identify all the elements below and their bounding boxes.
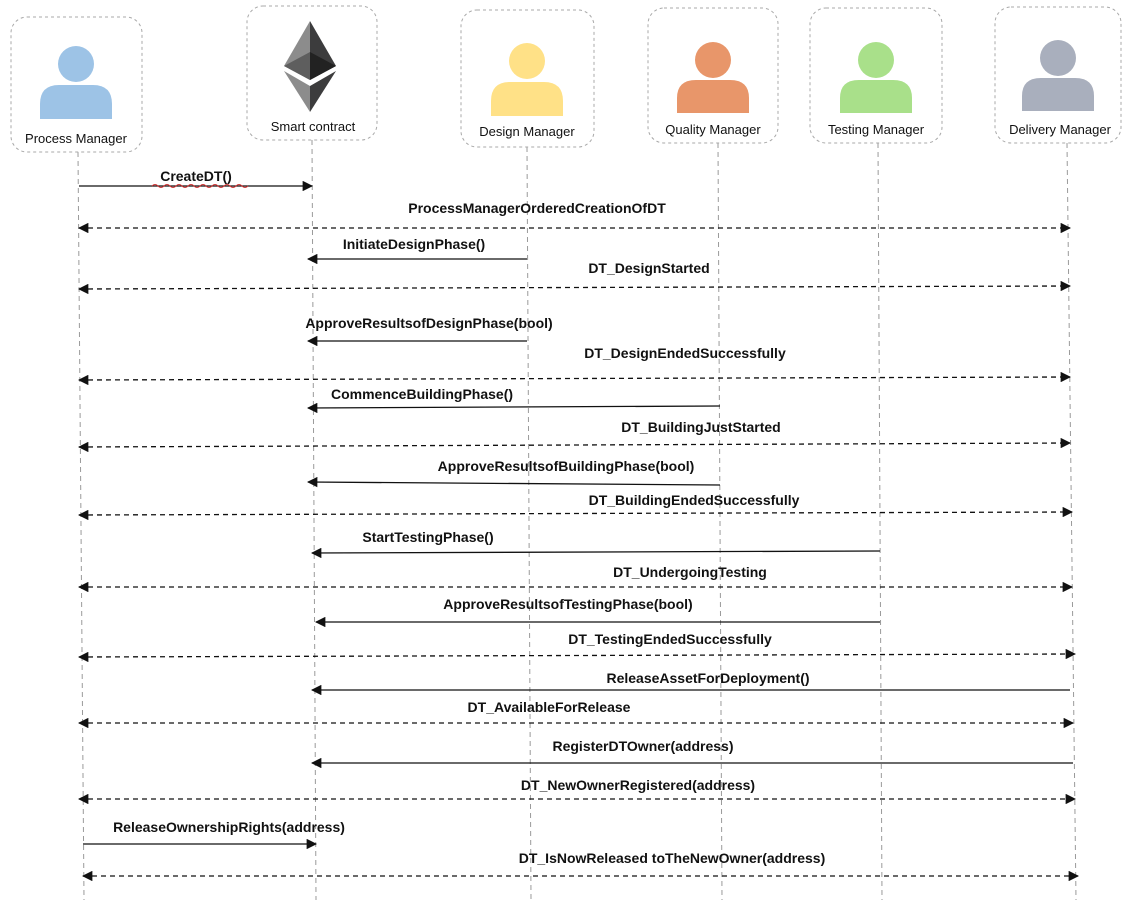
actor-label: Testing Manager xyxy=(828,122,925,137)
lifeline-quality-manager xyxy=(717,142,723,901)
message-approve-building-phase: ApproveResultsofBuildingPhase(bool) xyxy=(306,458,721,488)
message-start-testing-phase: StartTestingPhase() xyxy=(310,529,881,559)
actor-label: Quality Manager xyxy=(665,122,761,137)
actor-label: Smart contract xyxy=(271,119,356,134)
actor-design-manager: Design Manager xyxy=(460,9,595,148)
message-label: RegisterDTOwner(address) xyxy=(552,738,733,754)
message-dt-building-ended: DT_BuildingEndedSuccessfully xyxy=(77,492,1074,521)
message-dt-design-started: DT_DesignStarted xyxy=(77,260,1072,295)
message-arrow xyxy=(77,648,1077,663)
actor-smart-contract: Smart contract xyxy=(246,5,378,141)
actor-delivery-manager: Delivery Manager xyxy=(994,6,1122,144)
actor-process-manager: Process Manager xyxy=(10,16,143,153)
message-release-asset-for-deployment: ReleaseAssetForDeployment() xyxy=(310,670,1070,696)
message-initiate-design-phase: InitiateDesignPhase() xyxy=(306,236,527,265)
lifeline-testing-manager xyxy=(877,142,883,901)
lifeline-delivery-manager xyxy=(1066,142,1077,901)
message-arrow xyxy=(310,547,881,559)
spellcheck-underline xyxy=(151,184,249,188)
message-label: DT_AvailableForRelease xyxy=(468,699,631,715)
message-release-ownership-rights: ReleaseOwnershipRights(address) xyxy=(83,819,345,850)
actor-testing-manager: Testing Manager xyxy=(809,7,943,144)
person-icon xyxy=(491,43,563,116)
message-dt-new-owner-registered: DT_NewOwnerRegistered(address) xyxy=(77,777,1077,805)
ethereum-icon xyxy=(284,21,336,112)
person-icon xyxy=(40,46,112,119)
message-arrow xyxy=(306,402,721,414)
person-icon xyxy=(840,42,912,113)
message-register-dt-owner: RegisterDTOwner(address) xyxy=(310,738,1073,769)
message-label: ReleaseOwnershipRights(address) xyxy=(113,819,345,835)
message-label: InitiateDesignPhase() xyxy=(343,236,485,252)
message-arrow xyxy=(77,280,1072,295)
message-label: ApproveResultsofTestingPhase(bool) xyxy=(443,596,692,612)
actor-label: Delivery Manager xyxy=(1009,122,1112,137)
message-label: DT_DesignStarted xyxy=(588,260,709,276)
message-label: ProcessManagerOrderedCreationOfDT xyxy=(408,200,666,216)
message-dt-undergoing-testing: DT_UndergoingTesting xyxy=(77,564,1074,593)
message-create-dt: CreateDT() xyxy=(79,168,314,192)
lifeline-process-manager xyxy=(77,151,85,901)
person-icon xyxy=(677,42,749,113)
message-dt-building-just-started: DT_BuildingJustStarted xyxy=(77,419,1072,453)
actor-label: Design Manager xyxy=(479,124,575,139)
person-icon xyxy=(1022,40,1094,111)
message-label: ApproveResultsofDesignPhase(bool) xyxy=(305,315,552,331)
message-arrow xyxy=(306,476,721,488)
message-dt-design-ended: DT_DesignEndedSuccessfully xyxy=(77,345,1072,386)
message-label: CreateDT() xyxy=(160,168,232,184)
message-label: DT_UndergoingTesting xyxy=(613,564,767,580)
lifeline-smart-contract xyxy=(311,139,317,901)
message-label: ApproveResultsofBuildingPhase(bool) xyxy=(438,458,695,474)
message-process-manager-ordered-creation: ProcessManagerOrderedCreationOfDT xyxy=(77,200,1072,234)
message-label: DT_NewOwnerRegistered(address) xyxy=(521,777,755,793)
message-dt-available-for-release: DT_AvailableForRelease xyxy=(77,699,1075,729)
actor-label: Process Manager xyxy=(25,131,128,146)
message-arrow xyxy=(77,371,1072,386)
message-dt-is-now-released: DT_IsNowReleased toTheNewOwner(address) xyxy=(81,850,1080,882)
message-label: DT_TestingEndedSuccessfully xyxy=(568,631,772,647)
messages: CreateDT() ProcessManagerOrderedCreation… xyxy=(77,168,1080,882)
message-label: DT_BuildingJustStarted xyxy=(621,419,780,435)
message-approve-design-phase: ApproveResultsofDesignPhase(bool) xyxy=(305,315,553,347)
actor-quality-manager: Quality Manager xyxy=(647,7,779,144)
message-approve-testing-phase: ApproveResultsofTestingPhase(bool) xyxy=(314,596,880,628)
message-commence-building-phase: CommenceBuildingPhase() xyxy=(306,386,721,414)
message-dt-testing-ended: DT_TestingEndedSuccessfully xyxy=(77,631,1077,663)
message-label: CommenceBuildingPhase() xyxy=(331,386,513,402)
message-label: DT_IsNowReleased toTheNewOwner(address) xyxy=(519,850,826,866)
message-label: ReleaseAssetForDeployment() xyxy=(606,670,809,686)
message-label: DT_BuildingEndedSuccessfully xyxy=(589,492,800,508)
message-label: StartTestingPhase() xyxy=(362,529,493,545)
message-arrow xyxy=(77,437,1072,453)
message-arrow xyxy=(77,506,1074,521)
message-label: DT_DesignEndedSuccessfully xyxy=(584,345,786,361)
